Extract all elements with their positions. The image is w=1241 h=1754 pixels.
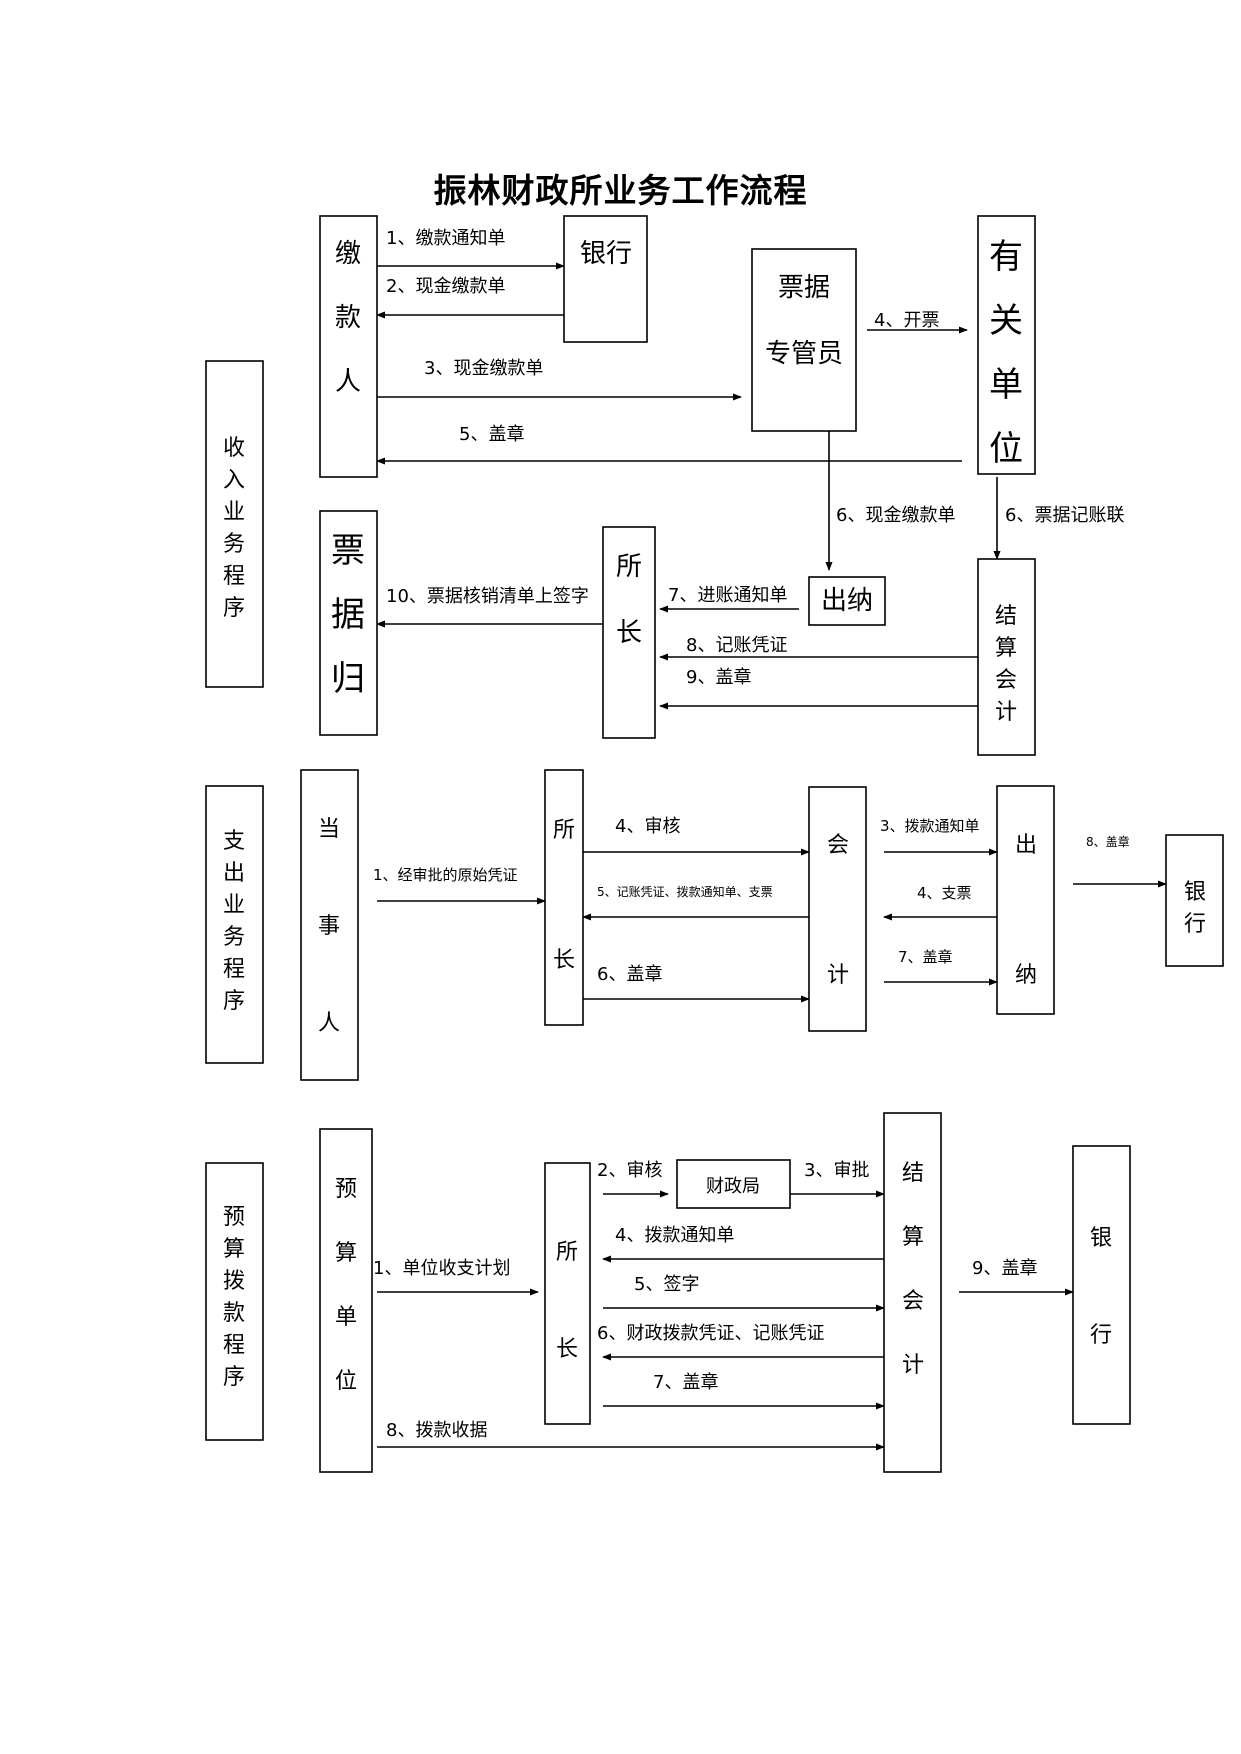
income-payer-label: 缴款人 (335, 239, 361, 397)
expense-bank-box (1165, 834, 1224, 967)
budget-unit-label: 预算单位 (335, 1177, 357, 1394)
income-edge-1-label: 1、缴款通知单 (386, 228, 505, 249)
income-edge-8-label: 8、记账凭证 (686, 635, 787, 656)
budget-edge-5-label: 5、签字 (634, 1274, 699, 1295)
section-income-box (205, 360, 264, 688)
expense-edge-8-label: 8、盖章 (1086, 834, 1130, 849)
budget-edge-1-label: 1、单位收支计划 (373, 1258, 510, 1279)
income-edge-3-label: 3、现金缴款单 (424, 358, 543, 379)
budget-settlement-accountant-box (883, 1112, 942, 1473)
expense-cashier-label: 出纳 (1015, 833, 1037, 988)
income-bank-box (563, 215, 648, 343)
budget-edge-6-label: 6、财政拨款凭证、记账凭证 (597, 1323, 824, 1344)
income-ticket-manager-label-1: 票据 (778, 273, 830, 303)
income-director-box (602, 526, 656, 739)
expense-edge-3-label: 3、拨款通知单 (880, 817, 980, 835)
expense-director-label: 所长 (553, 818, 575, 973)
budget-director-label: 所长 (556, 1240, 578, 1362)
expense-accountant-box (808, 786, 867, 1032)
expense-edge-7-label: 7、盖章 (898, 948, 953, 966)
expense-party-box (300, 769, 359, 1081)
income-related-unit-box (977, 215, 1036, 475)
section-expense-label: 支出业务程序 (223, 829, 245, 1014)
income-payer-box (319, 215, 378, 478)
income-ticket-manager-label-2: 专管员 (765, 339, 843, 369)
income-settlement-accountant-box (977, 558, 1036, 756)
budget-edge-9-label: 9、盖章 (972, 1258, 1037, 1279)
budget-edge-8-label: 8、拨款收据 (386, 1420, 487, 1441)
section-income-label: 收入业务程序 (223, 436, 245, 621)
section-budget-box (205, 1162, 264, 1441)
expense-party-label: 当事人 (318, 817, 340, 1036)
income-ticket-archive-label: 票据归 (331, 531, 365, 699)
income-edge-6b-label: 6、票据记账联 (1005, 505, 1124, 526)
income-edge-9-label: 9、盖章 (686, 667, 751, 688)
budget-bank-box (1072, 1145, 1131, 1425)
expense-accountant-label: 会计 (827, 833, 849, 988)
income-edge-7-label: 7、进账通知单 (668, 585, 787, 606)
budget-finance-bureau-label: 财政局 (706, 1176, 760, 1197)
expense-edge-4b-label: 4、支票 (917, 884, 972, 902)
budget-edge-7-label: 7、盖章 (653, 1372, 718, 1393)
expense-edge-4a-label: 4、审核 (615, 816, 680, 837)
income-settlement-accountant-label: 结算会计 (995, 604, 1017, 725)
expense-edge-1-label: 1、经审批的原始凭证 (373, 866, 518, 884)
expense-cashier-box (996, 785, 1055, 1015)
income-edge-5-label: 5、盖章 (459, 424, 524, 445)
income-edge-4-label: 4、开票 (874, 310, 939, 331)
expense-edge-5-label: 5、记账凭证、拨款通知单、支票 (597, 884, 773, 899)
budget-director-box (544, 1162, 591, 1425)
income-director-label: 所长 (616, 552, 642, 648)
income-bank-label: 银行 (580, 239, 632, 269)
budget-unit-box (319, 1128, 373, 1473)
income-edge-6a-label: 6、现金缴款单 (836, 505, 955, 526)
budget-settlement-accountant-label: 结算会计 (902, 1161, 924, 1378)
budget-bank-label: 银行 (1090, 1226, 1112, 1348)
income-related-unit-label: 有关单位 (989, 237, 1023, 469)
income-edge-2-label: 2、现金缴款单 (386, 276, 505, 297)
expense-bank-label: 银行 (1184, 880, 1206, 937)
section-expense-box (205, 785, 264, 1064)
income-edge-10-label: 10、票据核销清单上签字 (386, 586, 589, 607)
page-title: 振林财政所业务工作流程 (433, 171, 808, 210)
section-budget-label: 预算拨款程序 (223, 1205, 245, 1390)
budget-edge-2-label: 2、审核 (597, 1160, 662, 1181)
expense-edge-6-label: 6、盖章 (597, 964, 662, 985)
budget-finance-bureau-box (676, 1159, 791, 1209)
income-cashier-label: 出纳 (821, 586, 873, 616)
budget-edge-3-label: 3、审批 (804, 1160, 869, 1181)
expense-director-box (544, 769, 584, 1026)
income-ticket-manager-box (751, 248, 857, 432)
budget-edge-4-label: 4、拨款通知单 (615, 1225, 734, 1246)
income-cashier-box (808, 576, 886, 626)
